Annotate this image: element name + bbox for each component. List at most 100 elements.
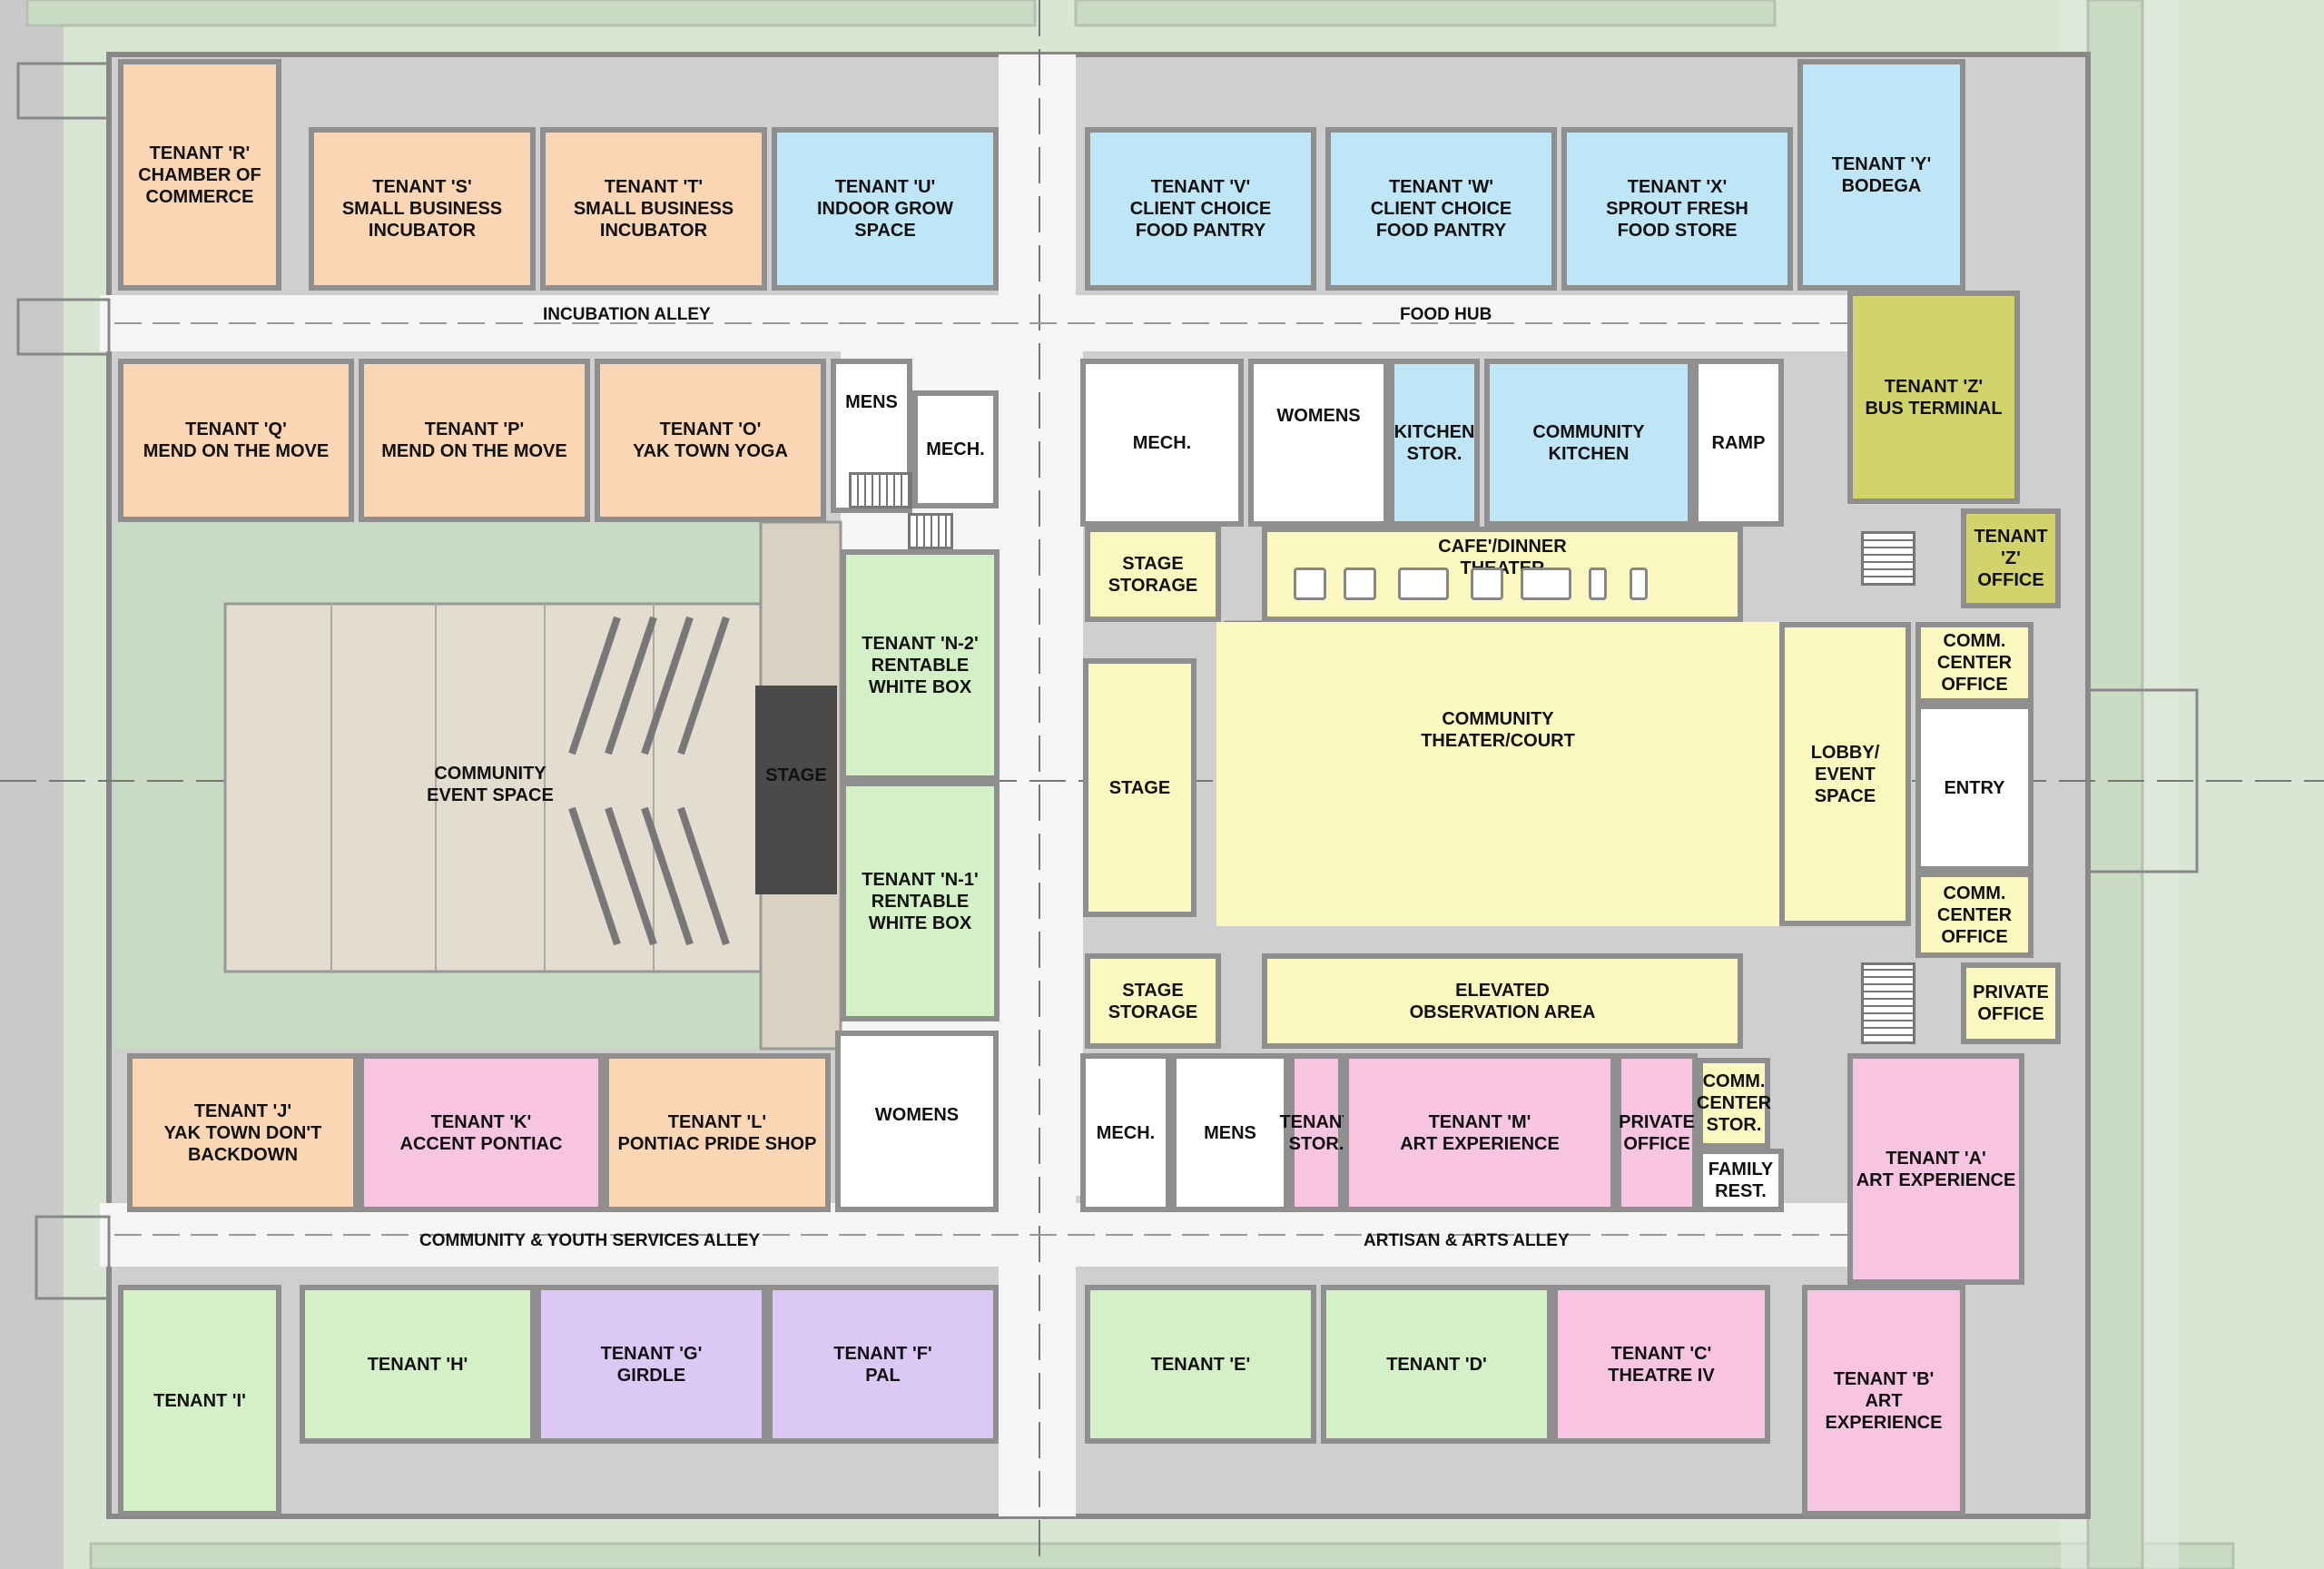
cafe-table — [1344, 567, 1376, 600]
room-mech-north-1[interactable]: MECH. — [912, 390, 999, 508]
room-ramp[interactable]: RAMP — [1693, 359, 1784, 527]
room-community-kitchen[interactable]: COMMUNITY KITCHEN — [1484, 359, 1693, 527]
room-label: TENANT 'A' ART EXPERIENCE — [1856, 1148, 2016, 1190]
stair — [908, 513, 953, 549]
room-tenant-b[interactable]: TENANT 'B' ART EXPERIENCE — [1802, 1285, 1965, 1516]
room-tenant-j[interactable]: TENANT 'J' YAK TOWN DON'T BACKDOWN — [127, 1053, 359, 1212]
room-tenant-s[interactable]: TENANT 'S' SMALL BUSINESS INCUBATOR — [309, 127, 536, 291]
room-tenant-z-office[interactable]: TENANT 'Z' OFFICE — [1961, 508, 2061, 608]
room-mech-south[interactable]: MECH. — [1080, 1053, 1171, 1212]
room-tenant-m[interactable]: TENANT 'M' ART EXPERIENCE — [1344, 1053, 1616, 1212]
stage-west-label: STAGE — [765, 765, 827, 785]
room-tenant-f[interactable]: TENANT 'F' PAL — [767, 1285, 999, 1444]
room-tenant-g[interactable]: TENANT 'G' GIRDLE — [536, 1285, 767, 1444]
room-tenant-k[interactable]: TENANT 'K' ACCENT PONTIAC — [359, 1053, 604, 1212]
room-tenant-u[interactable]: TENANT 'U' INDOOR GROW SPACE — [772, 127, 999, 291]
room-label: KITCHEN STOR. — [1393, 421, 1475, 464]
room-tenant-w[interactable]: TENANT 'W' CLIENT CHOICE FOOD PANTRY — [1325, 127, 1557, 291]
room-mens-south[interactable]: MENS — [1171, 1053, 1289, 1212]
room-label: MENS — [1204, 1122, 1256, 1143]
cafe-table — [1589, 567, 1607, 600]
room-label: TENANT 'M' ART EXPERIENCE — [1400, 1111, 1560, 1154]
cafe-table — [1630, 567, 1648, 600]
room-label: TENANT 'U' INDOOR GROW SPACE — [817, 177, 953, 241]
room-label: TENANT 'J' YAK TOWN DON'T BACKDOWN — [163, 1100, 322, 1165]
room-comm-center-stor[interactable]: COMM. CENTER STOR. — [1697, 1058, 1771, 1149]
room-label: TENANT 'G' GIRDLE — [600, 1343, 703, 1386]
room-tenant-d[interactable]: TENANT 'D' — [1321, 1285, 1552, 1444]
room-label: TENANT 'Q' MEND ON THE MOVE — [143, 419, 330, 461]
room-label: WOMENS — [1276, 406, 1361, 426]
room-label: TENANT 'O' YAK TOWN YOGA — [633, 419, 788, 461]
community-event-space-label: COMMUNITY EVENT SPACE — [427, 764, 554, 805]
room-tenant-h[interactable]: TENANT 'H' — [300, 1285, 536, 1444]
room-label: TENANT 'I' — [153, 1390, 246, 1411]
room-tenant-z[interactable]: TENANT 'Z' BUS TERMINAL — [1847, 291, 2020, 504]
room-tenant-r[interactable]: TENANT 'R' CHAMBER OF COMMERCE — [118, 59, 281, 291]
room-label: COMM. CENTER OFFICE — [1936, 631, 2013, 695]
room-label: TENANT 'B' ART EXPERIENCE — [1825, 1368, 1943, 1433]
room-label: LOBBY/ EVENT SPACE — [1810, 742, 1880, 806]
cafe-table — [1521, 567, 1571, 600]
room-tenant-i[interactable]: TENANT 'I' — [118, 1285, 281, 1516]
room-label: STAGE STORAGE — [1108, 553, 1198, 596]
cafe-table — [1294, 567, 1326, 600]
stair — [849, 472, 912, 508]
room-womens-south[interactable]: WOMENS — [835, 1031, 999, 1212]
room-label: COMMUNITY THEATER/COURT — [1421, 709, 1575, 751]
room-label: MECH. — [1132, 432, 1192, 453]
room-label: TENANT 'E' — [1150, 1354, 1251, 1375]
room-label: TENANT 'W' CLIENT CHOICE FOOD PANTRY — [1370, 177, 1512, 241]
room-label: TENANT 'T' SMALL BUSINESS INCUBATOR — [573, 177, 734, 241]
room-tenant-q[interactable]: TENANT 'Q' MEND ON THE MOVE — [118, 359, 354, 522]
room-label: TENANT 'H' — [367, 1354, 468, 1375]
room-stage-theater[interactable]: STAGE — [1083, 658, 1196, 917]
room-tenant-n1[interactable]: TENANT 'N-1' RENTABLE WHITE BOX — [841, 781, 1000, 1021]
room-tenant-o[interactable]: TENANT 'O' YAK TOWN YOGA — [595, 359, 826, 522]
room-tenant-x[interactable]: TENANT 'X' SPROUT FRESH FOOD STORE — [1561, 127, 1793, 291]
room-mech-north-2[interactable]: MECH. — [1080, 359, 1244, 527]
room-womens-north[interactable]: WOMENS — [1248, 359, 1389, 527]
room-tenant-v[interactable]: TENANT 'V' CLIENT CHOICE FOOD PANTRY — [1085, 127, 1316, 291]
room-label: COMMUNITY KITCHEN — [1532, 421, 1645, 464]
room-label: COMM. CENTER OFFICE — [1936, 883, 2013, 947]
room-lobby[interactable]: LOBBY/ EVENT SPACE — [1779, 622, 1911, 926]
room-private-office-m[interactable]: PRIVATE OFFICE — [1616, 1053, 1698, 1212]
room-label: TENANT 'X' SPROUT FRESH FOOD STORE — [1606, 177, 1748, 241]
room-tenant-e[interactable]: TENANT 'E' — [1085, 1285, 1316, 1444]
room-label: ENTRY — [1944, 777, 2005, 798]
room-label: STAGE — [1108, 777, 1171, 798]
room-tenant-stor[interactable]: TENANT STOR. — [1279, 1053, 1354, 1212]
room-label: WOMENS — [874, 1105, 960, 1125]
room-label: TENANT 'N-2' RENTABLE WHITE BOX — [862, 633, 979, 697]
room-stage-storage-north[interactable]: STAGE STORAGE — [1085, 527, 1221, 622]
stair — [1861, 531, 1915, 586]
room-tenant-a[interactable]: TENANT 'A' ART EXPERIENCE — [1847, 1053, 2024, 1285]
room-tenant-p[interactable]: TENANT 'P' MEND ON THE MOVE — [359, 359, 590, 522]
room-private-office-east[interactable]: PRIVATE OFFICE — [1961, 962, 2061, 1044]
room-tenant-t[interactable]: TENANT 'T' SMALL BUSINESS INCUBATOR — [540, 127, 767, 291]
room-elevated-observation[interactable]: ELEVATED OBSERVATION AREA — [1262, 953, 1743, 1049]
room-family-rest[interactable]: FAMILY REST. — [1698, 1149, 1784, 1212]
room-comm-center-office-north[interactable]: COMM. CENTER OFFICE — [1915, 622, 2034, 704]
room-comm-center-office-south[interactable]: COMM. CENTER OFFICE — [1915, 872, 2034, 958]
room-label: RAMP — [1711, 432, 1766, 453]
room-tenant-l[interactable]: TENANT 'L' PONTIAC PRIDE SHOP — [604, 1053, 831, 1212]
room-label: TENANT 'P' MEND ON THE MOVE — [381, 419, 567, 461]
room-community-theater[interactable]: COMMUNITY THEATER/COURT — [1216, 622, 1779, 926]
room-label: STAGE STORAGE — [1108, 980, 1198, 1022]
room-label: MECH. — [926, 439, 985, 459]
incubation-alley-label: INCUBATION ALLEY — [543, 305, 711, 324]
room-tenant-n2[interactable]: TENANT 'N-2' RENTABLE WHITE BOX — [841, 549, 1000, 781]
room-tenant-c[interactable]: TENANT 'C' THEATRE IV — [1552, 1285, 1770, 1444]
room-label: TENANT 'D' — [1386, 1354, 1487, 1375]
stair — [1861, 962, 1915, 1044]
food-hub-label: FOOD HUB — [1400, 305, 1492, 324]
room-label: TENANT 'Z' BUS TERMINAL — [1865, 376, 2003, 419]
room-label: MENS — [845, 392, 898, 412]
room-kitchen-stor[interactable]: KITCHEN STOR. — [1389, 359, 1480, 527]
room-tenant-y[interactable]: TENANT 'Y' BODEGA — [1797, 59, 1965, 291]
room-entry[interactable]: ENTRY — [1915, 704, 2034, 872]
room-stage-storage-south[interactable]: STAGE STORAGE — [1085, 953, 1221, 1049]
room-label: TENANT 'Z' OFFICE — [1974, 527, 2048, 590]
